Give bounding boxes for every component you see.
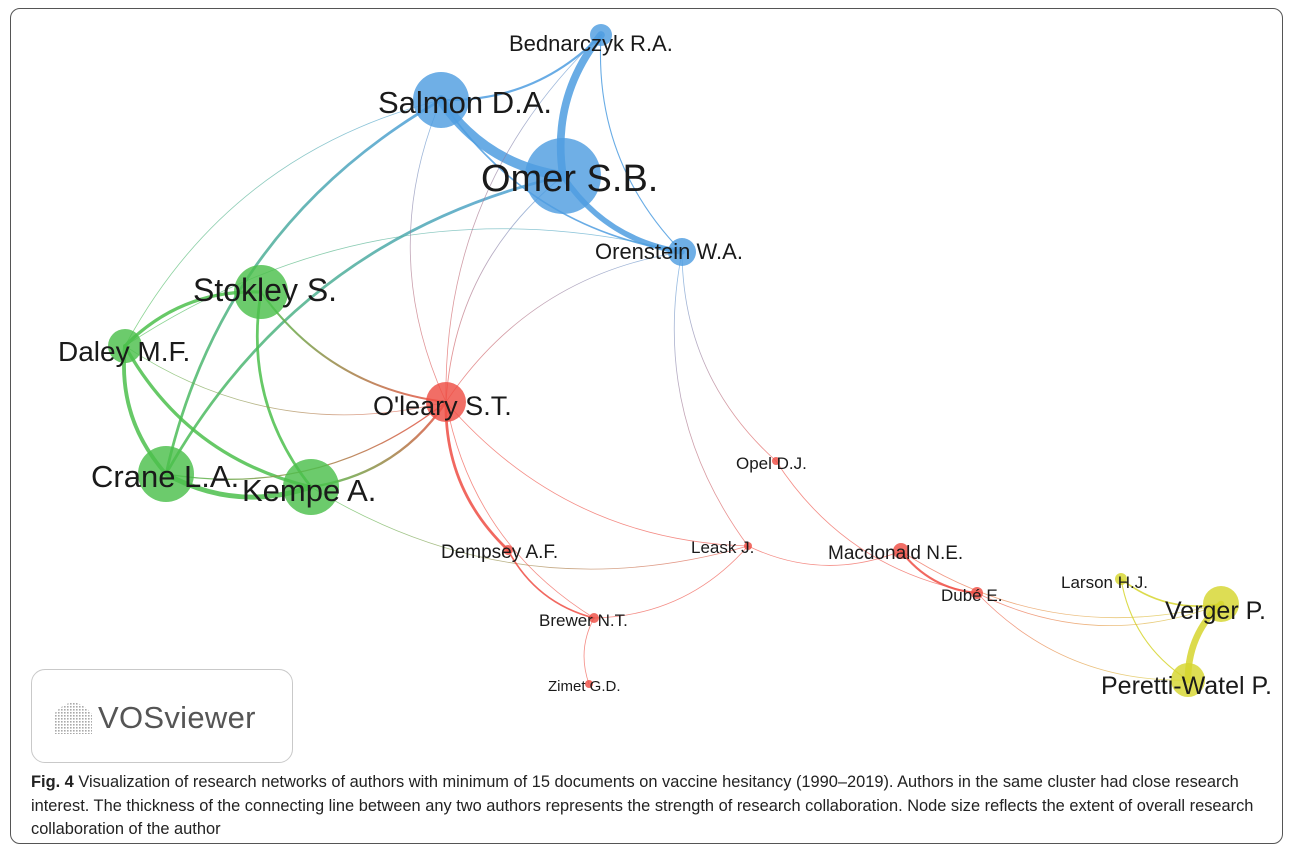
link-oleary-dempsey: [444, 400, 510, 552]
link-kempe-leask: [310, 486, 749, 570]
node-label-kempe: Kempe A.: [242, 473, 376, 508]
caption-text: Visualization of research networks of au…: [31, 773, 1254, 838]
node-verger[interactable]: [1203, 586, 1239, 622]
node-label-omer: Omer S.B.: [481, 158, 658, 200]
node-label-daley: Daley M.F.: [58, 336, 190, 367]
figure-frame: Bednarczyk R.A. Salmon D.A. Omer S.B. Orens…: [10, 8, 1283, 844]
vosviewer-logo: VOSviewer: [31, 669, 293, 763]
logo-text: VOSviewer: [98, 700, 256, 735]
link-daley-kempe: [123, 344, 313, 489]
node-crane[interactable]: [138, 446, 194, 502]
node-layer: [108, 24, 1239, 697]
link-dempsey-brewer: [507, 549, 595, 619]
node-larson[interactable]: [1115, 573, 1127, 585]
link-salmon-daley: [124, 99, 442, 347]
node-label-zimet: Zimet G.D.: [548, 678, 621, 695]
link-omer-oleary: [445, 175, 564, 403]
caption-label: Fig. 4: [31, 773, 74, 791]
link-orenstein-opel: [681, 251, 777, 462]
node-kempe[interactable]: [283, 459, 339, 515]
link-larson-peretti: [1120, 578, 1189, 681]
link-macdonald-verger: [900, 550, 1222, 619]
link-salmon-oleary: [409, 99, 447, 403]
node-label-opel: Opel D.J.: [736, 454, 807, 473]
link-oleary-leask: [445, 401, 749, 547]
label-layer: Bednarczyk R.A. Salmon D.A. Omer S.B. Orens…: [58, 31, 1272, 700]
node-oleary[interactable]: [426, 382, 466, 422]
node-label-crane: Crane L.A.: [91, 459, 239, 494]
link-orenstein-oleary: [445, 251, 683, 403]
link-stokley-oleary: [260, 291, 447, 403]
link-brewer-leask: [593, 545, 749, 619]
node-label-peretti: Peretti-Watel P.: [1101, 672, 1272, 700]
vosviewer-mark-icon: [54, 702, 92, 734]
node-stokley[interactable]: [234, 265, 288, 319]
node-peretti[interactable]: [1171, 663, 1205, 697]
link-orenstein-leask: [673, 251, 749, 547]
node-dube[interactable]: [971, 587, 983, 599]
node-label-verger: Verger P.: [1165, 597, 1266, 625]
link-oleary-brewer: [445, 401, 595, 619]
node-label-orenstein: Orenstein W.A.: [595, 239, 743, 264]
link-omer-crane: [164, 174, 565, 476]
link-dube-peretti: [976, 592, 1189, 681]
link-daley-oleary: [124, 345, 447, 416]
node-label-oleary: O'leary S.T.: [373, 391, 512, 421]
node-salmon[interactable]: [413, 72, 469, 128]
link-macdonald-dube: [899, 549, 979, 595]
node-opel[interactable]: [772, 457, 780, 465]
node-orenstein[interactable]: [668, 238, 696, 266]
node-macdonald[interactable]: [893, 543, 909, 559]
node-label-stokley: Stokley S.: [193, 272, 337, 308]
link-orenstein-daley: [124, 228, 683, 347]
coauthor-network: Bednarczyk R.A. Salmon D.A. Omer S.B. Orens…: [58, 24, 1272, 700]
link-salmon-crane: [164, 98, 443, 476]
link-bednarczyk-oleary: [445, 34, 602, 403]
node-zimet[interactable]: [585, 680, 593, 688]
link-dube-verger: [976, 592, 1222, 626]
node-label-bednarczyk: Bednarczyk R.A.: [509, 31, 673, 56]
node-dempsey[interactable]: [503, 545, 513, 555]
node-label-leask: Leask J.: [691, 538, 754, 557]
node-label-dube: Dubé E.: [941, 586, 1002, 605]
link-brewer-zimet: [583, 617, 595, 685]
node-leask[interactable]: [744, 542, 752, 550]
node-label-brewer: Brewer N.T.: [539, 611, 628, 630]
node-bednarczyk[interactable]: [590, 24, 612, 46]
node-daley[interactable]: [108, 329, 142, 363]
link-leask-macdonald: [747, 545, 902, 566]
figure-caption: Fig. 4 Visualization of research network…: [31, 771, 1266, 842]
link-bednarczyk-orenstein: [599, 34, 683, 253]
node-label-dempsey: Dempsey A.F.: [441, 542, 558, 563]
link-layer: [122, 31, 1225, 685]
link-opel-dube: [775, 460, 978, 594]
node-label-larson: Larson H.J.: [1061, 573, 1148, 592]
node-brewer[interactable]: [589, 613, 599, 623]
node-label-macdonald: Macdonald N.E.: [828, 543, 963, 564]
node-omer[interactable]: [525, 138, 601, 214]
node-label-salmon: Salmon D.A.: [378, 85, 552, 120]
